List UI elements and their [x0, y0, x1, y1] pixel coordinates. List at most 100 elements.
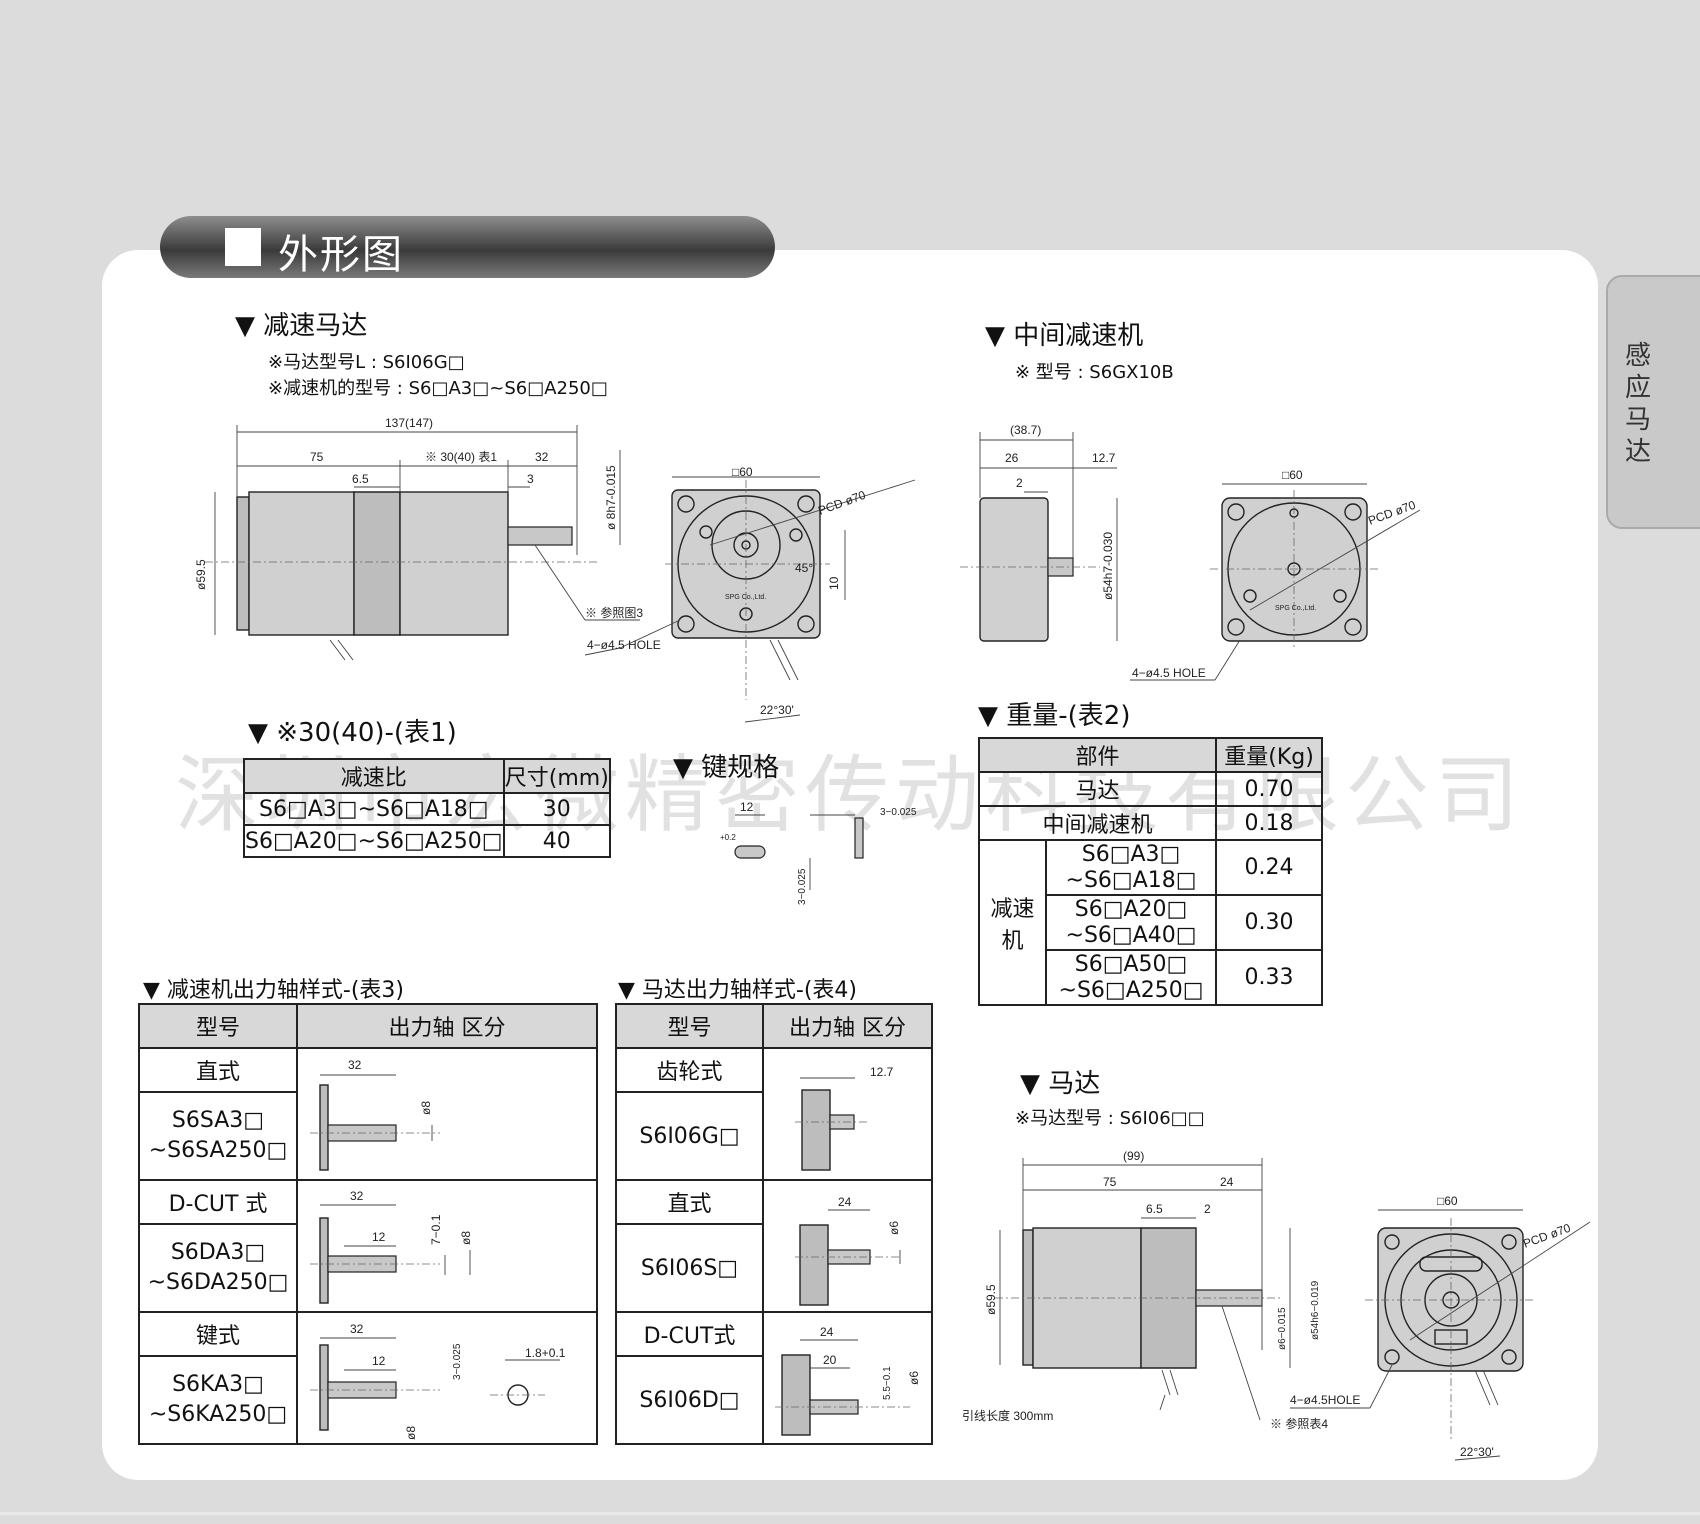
gear-head-title: ▼ 中间减速机	[985, 321, 1144, 351]
table2-gearhead-label: 中间减速机	[977, 805, 1218, 841]
gh-dim-shaft: ø54h7-0.030	[1101, 532, 1115, 600]
key-dim-02: +0.2	[720, 833, 736, 842]
motor-dim-24: 24	[1220, 1175, 1234, 1189]
table1-header-ratio: 减速比	[243, 758, 505, 794]
t3-dim-7: 7−0.1	[429, 1214, 443, 1245]
table3-title: ▼ 减速机出力轴样式-(表3)	[143, 978, 405, 1003]
dim-32: 32	[535, 450, 549, 464]
key-dim-3b: 3−0.025	[797, 868, 808, 905]
bottom-divider	[0, 1512, 1700, 1515]
table-cell: 40	[502, 824, 612, 858]
table-cell: S6I06G□	[615, 1091, 764, 1181]
dim-3: 3	[527, 472, 534, 486]
table4-header-model: 型号	[615, 1003, 764, 1049]
page-title: 外形图	[278, 232, 404, 278]
table3-header-model: 型号	[138, 1003, 298, 1049]
header-square-icon	[225, 228, 261, 266]
table-cell: 0.33	[1215, 949, 1323, 1006]
gh-dim-2: 2	[1016, 476, 1023, 490]
table-cell: D-CUT 式	[138, 1179, 298, 1225]
table-cell: 直式	[615, 1179, 764, 1225]
side-tab-label: 感应马达	[1624, 341, 1651, 467]
t3-dim-12: 12	[372, 1230, 386, 1244]
table-cell: S6DA3□~S6DA250□	[138, 1223, 298, 1313]
table3-header-shaft: 出力轴 区分	[296, 1003, 598, 1049]
t4-dim-127: 12.7	[870, 1065, 894, 1079]
t4-dim-24b: 24	[820, 1325, 834, 1339]
t4-dim-24: 24	[838, 1195, 852, 1209]
gh-dim-26: 26	[1005, 451, 1019, 465]
shaft-diagram-cell	[762, 1179, 933, 1313]
dim-6-5: 6.5	[352, 472, 369, 486]
dim-75: 75	[310, 450, 324, 464]
table-cell: S6□A50□~S6□A250□	[1044, 949, 1218, 1006]
t4-dim-55: 5.5−0.1	[882, 1366, 893, 1400]
table1: 减速比 尺寸(mm) S6□A3□~S6□A18□ 30 S6□A20□~S6□…	[243, 758, 612, 858]
table1-title: ▼ ※30(40)-(表1)	[248, 718, 457, 748]
table-cell: S6SA3□~S6SA250□	[138, 1091, 298, 1181]
table2-motor-weight: 0.70	[1215, 771, 1323, 807]
table4: 型号 出力轴 区分 齿轮式 S6I06G□ 直式 S6I06S□ D-CUT式 …	[615, 1003, 933, 1445]
table1-header-size: 尺寸(mm)	[502, 758, 612, 794]
t4-dim-d6b: ø6	[907, 1371, 921, 1385]
table-cell: S6□A20□~S6□A40□	[1044, 894, 1218, 951]
table2: 部件 重量(Kg) 马达 0.70 中间减速机 0.18 减速机 S6□A3□~…	[977, 737, 1323, 1006]
side-tab[interactable]	[1606, 275, 1700, 529]
table-cell: 齿轮式	[615, 1047, 764, 1093]
header-bar	[160, 216, 775, 278]
table-cell: 键式	[138, 1311, 298, 1357]
gh-dim-387: (38.7)	[1010, 423, 1041, 437]
motor-dim-65: 6.5	[1146, 1202, 1163, 1216]
shaft-diagram-cell	[296, 1047, 598, 1181]
motor-ref4: ※ 参照表4	[1270, 1416, 1328, 1431]
motor-title: ▼ 马达	[1020, 1069, 1101, 1099]
table2-header-part: 部件	[977, 737, 1218, 773]
table-cell: S6□A20□~S6□A250□	[243, 824, 505, 858]
table2-motor-label: 马达	[977, 771, 1218, 807]
geared-motor-note1: ※马达型号L : S6I06G□	[268, 352, 465, 373]
t3-dim-32: 32	[348, 1058, 362, 1072]
table4-title: ▼ 马达出力轴样式-(表4)	[618, 978, 858, 1003]
dim-sq60: □60	[732, 465, 753, 479]
table-cell: S6I06S□	[615, 1223, 764, 1313]
table-cell: S6I06D□	[615, 1355, 764, 1445]
table3: 型号 出力轴 区分 直式 S6SA3□~S6SA250□ D-CUT 式 S6D…	[138, 1003, 598, 1445]
gear-head-note: ※ 型号 : S6GX10B	[1015, 362, 1174, 383]
table2-header-weight: 重量(Kg)	[1215, 737, 1323, 773]
table2-title: ▼ 重量-(表2)	[978, 701, 1131, 731]
table2-gearhead-weight: 0.18	[1215, 805, 1323, 841]
motor-dim-pcd: PCD ø70	[1521, 1221, 1572, 1251]
motor-dim-shaft6: ø6−0.015	[1277, 1307, 1288, 1350]
geared-motor-note2: ※减速机的型号 : S6□A3□~S6□A250□	[268, 378, 608, 399]
table-cell: 30	[502, 792, 612, 826]
t4-dim-d6: ø6	[887, 1221, 901, 1235]
key-dim-3a: 3−0.025	[880, 807, 917, 818]
shaft-diagram-cell	[762, 1047, 933, 1181]
shaft-diagram-cell	[296, 1311, 598, 1445]
motor-dim-75: 75	[1103, 1175, 1117, 1189]
motor-note: ※马达型号 : S6I06□□	[1015, 1108, 1205, 1129]
dim-10: 10	[827, 576, 841, 590]
t4-dim-20: 20	[823, 1353, 837, 1367]
geared-motor-title: ▼ 减速马达	[235, 311, 368, 341]
t3-dim-d8b: ø8	[459, 1231, 473, 1245]
gh-dim-sq60: □60	[1282, 468, 1303, 482]
dim-total: 137(147)	[385, 416, 433, 430]
table-cell: 0.30	[1215, 894, 1323, 951]
dim-45: 45°	[795, 561, 813, 575]
table-cell: 0.24	[1215, 839, 1323, 896]
table-cell: 直式	[138, 1047, 298, 1093]
table-cell: D-CUT式	[615, 1311, 764, 1357]
table2-reducer-label: 减速机	[978, 839, 1047, 1006]
dim-hole: 4−ø4.5 HOLE	[587, 638, 661, 652]
table-cell: S6KA3□~S6KA250□	[138, 1355, 298, 1445]
key-spec-title: ▼ 键规格	[673, 753, 780, 783]
motor-dim-shaft54: ø54h6−0.019	[1310, 1280, 1321, 1340]
motor-dim-sq60: □60	[1437, 1194, 1458, 1208]
dim-angle: 22°30'	[760, 703, 794, 717]
motor-dim-2: 2	[1204, 1202, 1211, 1216]
